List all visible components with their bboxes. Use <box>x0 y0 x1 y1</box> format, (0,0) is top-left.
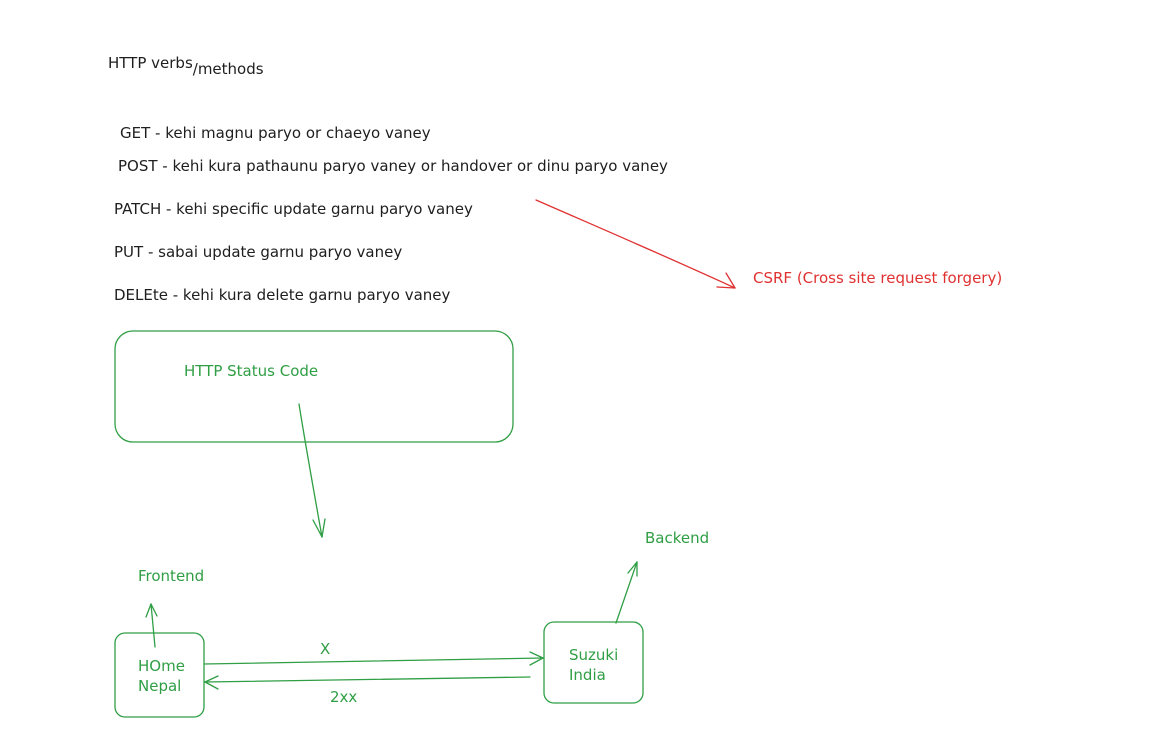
frontend-box <box>114 632 205 718</box>
request-arrow-label: X <box>320 640 331 658</box>
status-code-box <box>114 330 514 443</box>
frontend-caption-arrow <box>145 603 158 648</box>
page-title-sub: /methods <box>192 60 264 78</box>
verb-patch: PATCH - kehi specific update garnu paryo… <box>114 200 473 218</box>
response-arrow-label: 2xx <box>330 688 358 706</box>
status-arrow <box>298 403 326 538</box>
page-title: HTTP verbs/methods <box>108 54 264 77</box>
verb-post: POST - kehi kura pathaunu paryo vaney or… <box>118 157 668 175</box>
backend-caption-arrow <box>615 561 638 624</box>
csrf-note: CSRF (Cross site request forgery) <box>753 269 1003 287</box>
frontend-line1: HOme <box>138 657 185 675</box>
frontend-caption: Frontend <box>138 567 205 585</box>
csrf-arrow <box>535 199 736 289</box>
backend-box <box>543 621 644 704</box>
status-code-label: HTTP Status Code <box>184 362 319 380</box>
verb-put: PUT - sabai update garnu paryo vaney <box>114 243 403 261</box>
request-arrow <box>203 651 544 666</box>
verb-get: GET - kehi magnu paryo or chaeyo vaney <box>120 124 431 142</box>
verb-delete: DELEte - kehi kura delete garnu paryo va… <box>114 286 451 304</box>
backend-box-label: Suzuki India <box>569 645 618 685</box>
frontend-line2: Nepal <box>138 677 182 695</box>
page-title-main: HTTP verbs <box>108 54 193 72</box>
backend-line2: India <box>569 666 606 684</box>
backend-caption: Backend <box>645 529 710 547</box>
response-arrow <box>204 675 531 690</box>
backend-line1: Suzuki <box>569 646 619 664</box>
frontend-box-label: HOme Nepal <box>138 656 185 696</box>
